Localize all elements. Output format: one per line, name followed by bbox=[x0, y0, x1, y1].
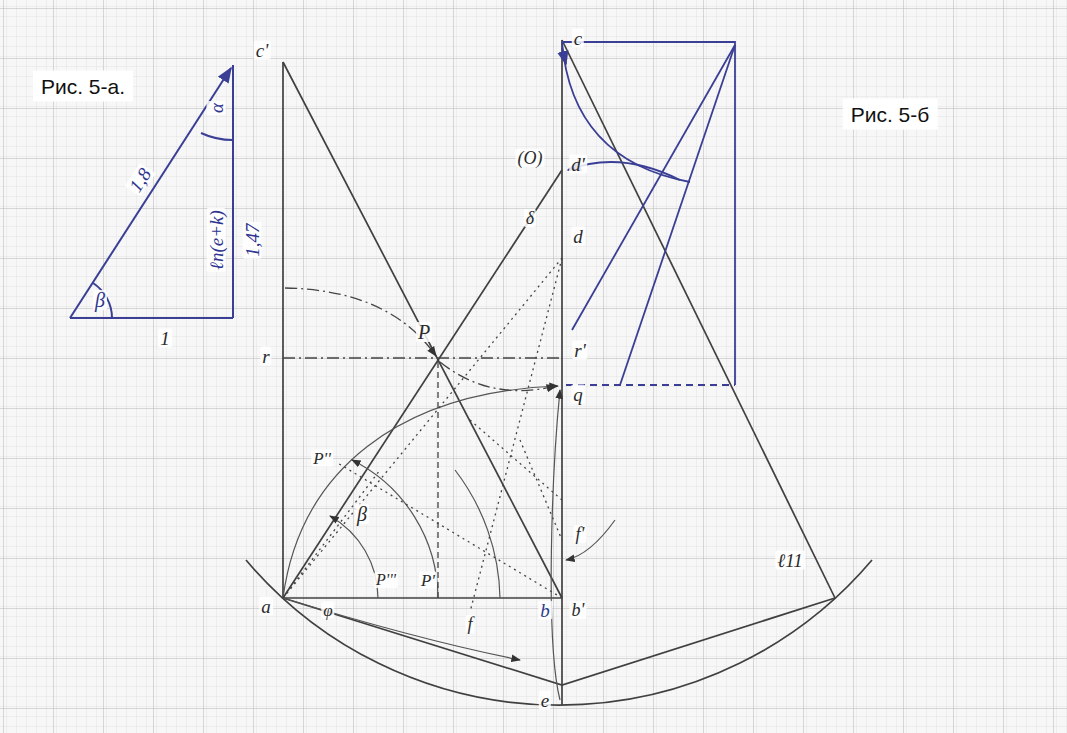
point-label: P' bbox=[419, 572, 437, 589]
point-label: b' bbox=[570, 601, 587, 619]
point-label: e bbox=[539, 691, 551, 710]
point-label: b bbox=[538, 601, 552, 620]
point-label: r' bbox=[572, 341, 587, 360]
angle-label: β bbox=[355, 504, 369, 524]
point-label: r bbox=[260, 347, 271, 366]
point-label: P''' bbox=[374, 572, 398, 588]
angle-label: φ bbox=[321, 602, 334, 619]
auxiliary-arcs bbox=[283, 386, 615, 700]
angle-label: α bbox=[207, 101, 226, 115]
construction-lines bbox=[246, 40, 872, 705]
figure-caption: Рис. 5-б bbox=[843, 99, 938, 130]
point-label: a bbox=[259, 597, 273, 616]
expression-label: ℓn(e+k) bbox=[207, 208, 226, 272]
point-label: c bbox=[572, 29, 584, 48]
angle-label: β bbox=[93, 290, 107, 310]
point-label: c' bbox=[254, 41, 271, 60]
point-label: q bbox=[571, 385, 585, 404]
point-label: f bbox=[465, 615, 474, 633]
point-label: d' bbox=[569, 155, 587, 174]
length-label: 1 bbox=[158, 329, 172, 348]
point-label: d bbox=[571, 227, 585, 246]
triangle-figure bbox=[70, 65, 233, 318]
curve-label: ℓ11 bbox=[775, 551, 805, 570]
point-label: (O) bbox=[516, 149, 545, 167]
length-label: 1,47 bbox=[243, 221, 262, 258]
point-label: P'' bbox=[311, 450, 333, 467]
angle-label: δ bbox=[524, 209, 536, 227]
point-label: P bbox=[416, 322, 432, 342]
point-label: f' bbox=[574, 525, 587, 543]
blue-construction bbox=[562, 42, 735, 385]
dash-lines bbox=[283, 258, 562, 612]
figure-caption: Рис. 5-а. bbox=[33, 71, 133, 102]
